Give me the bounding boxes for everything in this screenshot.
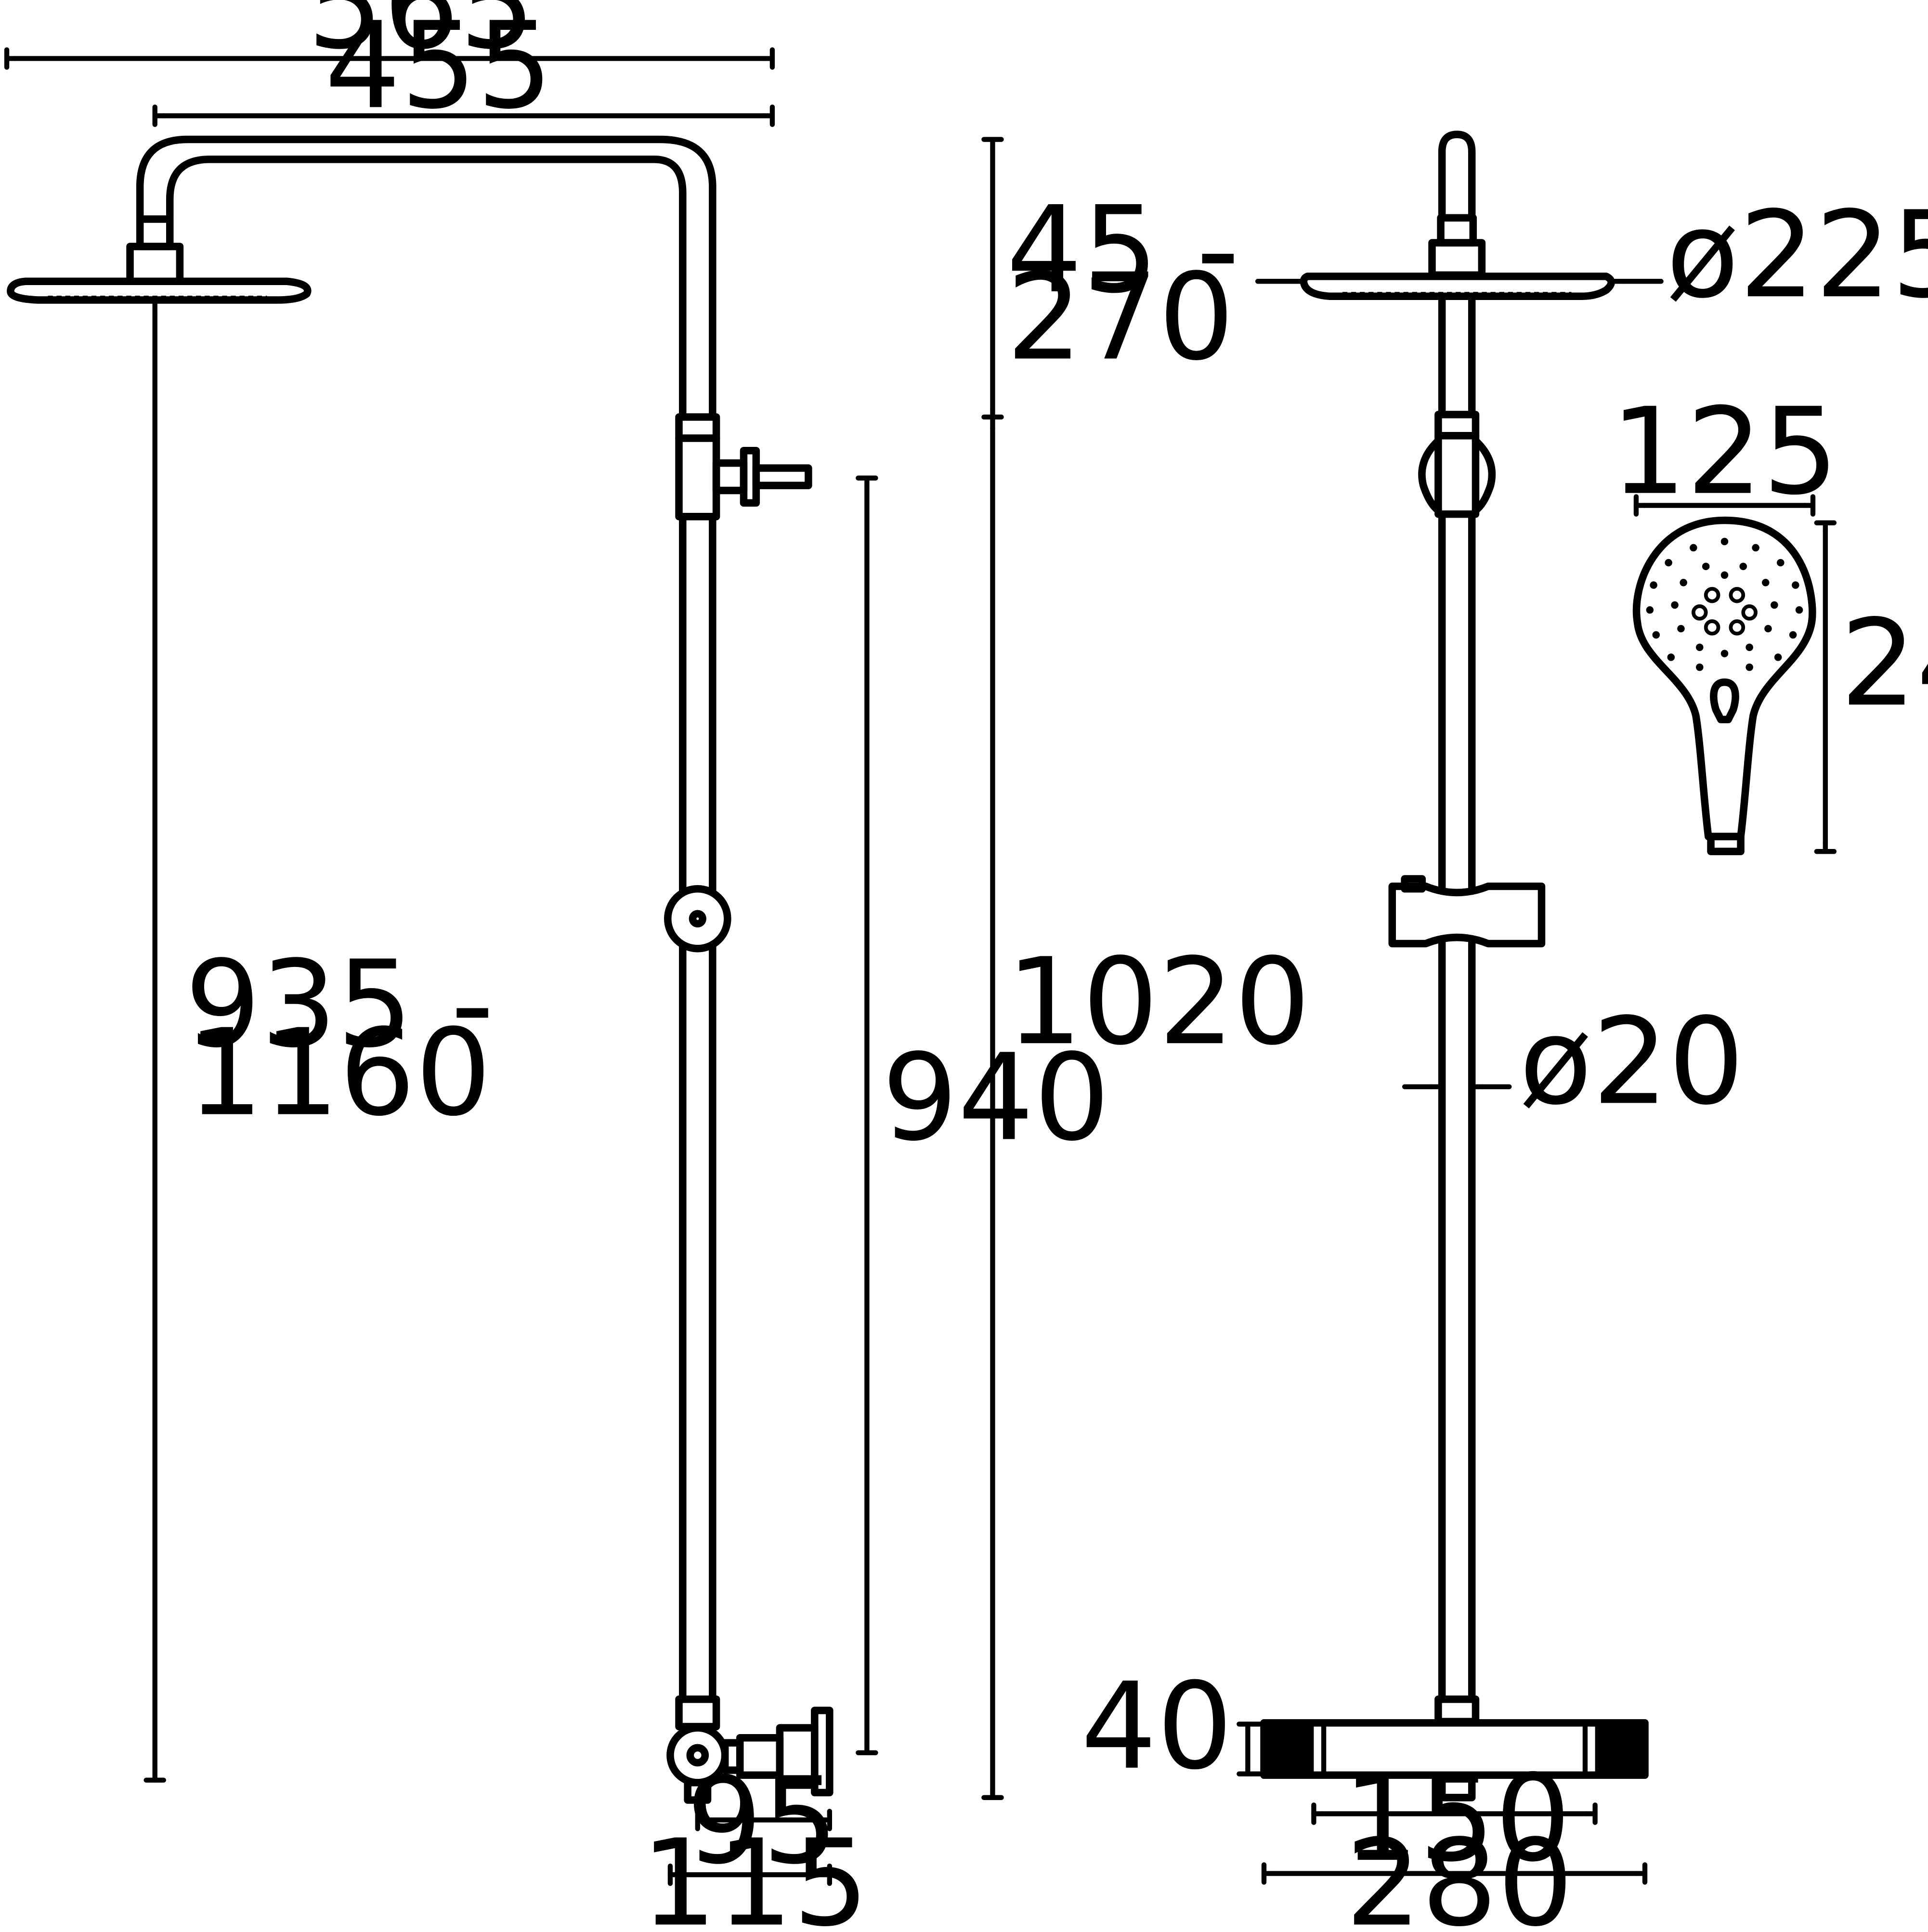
diverter-handle: [752, 464, 812, 489]
valve-right-knob: [1595, 1723, 1645, 1775]
side-view: 565 455 45 - 270 935 - 1160 940 1020 95 …: [4, 0, 1311, 1932]
dim-head-to-floor-a: 935 -: [185, 935, 494, 1074]
handset-mode-button: [1710, 678, 1739, 723]
dim-head-diameter: ø225: [1666, 185, 1928, 325]
dim-head-height-b: 270: [1006, 248, 1235, 387]
dim-handset-width: 125: [1611, 382, 1839, 522]
wall-bracket-screw: [689, 910, 706, 927]
valve-foot-side: [684, 1779, 712, 1804]
diverter-knob-front: [1418, 437, 1442, 514]
dim-valve-centres: 150: [1343, 1749, 1571, 1888]
dim-total-width: 565: [307, 0, 535, 76]
valve-body-center: [686, 1744, 709, 1767]
upper-bracket: [675, 413, 720, 521]
lower-connector: [675, 1695, 720, 1731]
dim-handset-length: 240: [1840, 594, 1928, 733]
wall-plate-side: [811, 1707, 834, 1797]
handset-hose-connector: [1707, 833, 1745, 855]
handset-nozzle-pattern: [1646, 537, 1803, 671]
diverter-knob-front-right: [1472, 437, 1496, 514]
valve-left-knob: [1264, 1723, 1314, 1775]
front-upper-bracket: [1434, 411, 1480, 518]
dim-projection-inner: 95: [686, 1751, 838, 1891]
dim-valve-height: 40: [1081, 1657, 1233, 1796]
shower-head-side: [7, 277, 312, 304]
front-head-hub: [1428, 239, 1486, 279]
dim-riser-height: 940: [882, 1028, 1110, 1167]
dim-head-height-a: 45 -: [1006, 181, 1239, 320]
front-lower-connector: [1434, 1695, 1480, 1725]
handset-outline: [1632, 516, 1816, 840]
dim-valve-width: 280: [1345, 1814, 1574, 1932]
head-hub: [126, 243, 184, 285]
holder-lock: [1401, 875, 1426, 893]
dim-overall-height: 1020: [1006, 932, 1311, 1071]
shower-arm-outline: [136, 135, 716, 421]
handset-view: 125 240: [1611, 382, 1928, 855]
valve-outlet-front: [1438, 1771, 1476, 1801]
front-view: ø20 ø225 40 150 280: [1081, 131, 1928, 1932]
head-connector: [136, 215, 174, 250]
wall-bracket: [664, 885, 731, 953]
dim-head-to-floor-b: 1160: [187, 1004, 492, 1143]
dim-arm-length: 455: [325, 0, 553, 135]
handset-holder: [1388, 882, 1546, 948]
dim-projection-outer: 115: [641, 1814, 869, 1932]
diverter-stem: [712, 459, 748, 495]
shower-arm-inner: [166, 156, 687, 421]
dim-rail-diameter: ø20: [1519, 992, 1745, 1131]
handset-inner-ring: [1691, 587, 1758, 636]
arm-top-loop: [1438, 131, 1476, 222]
